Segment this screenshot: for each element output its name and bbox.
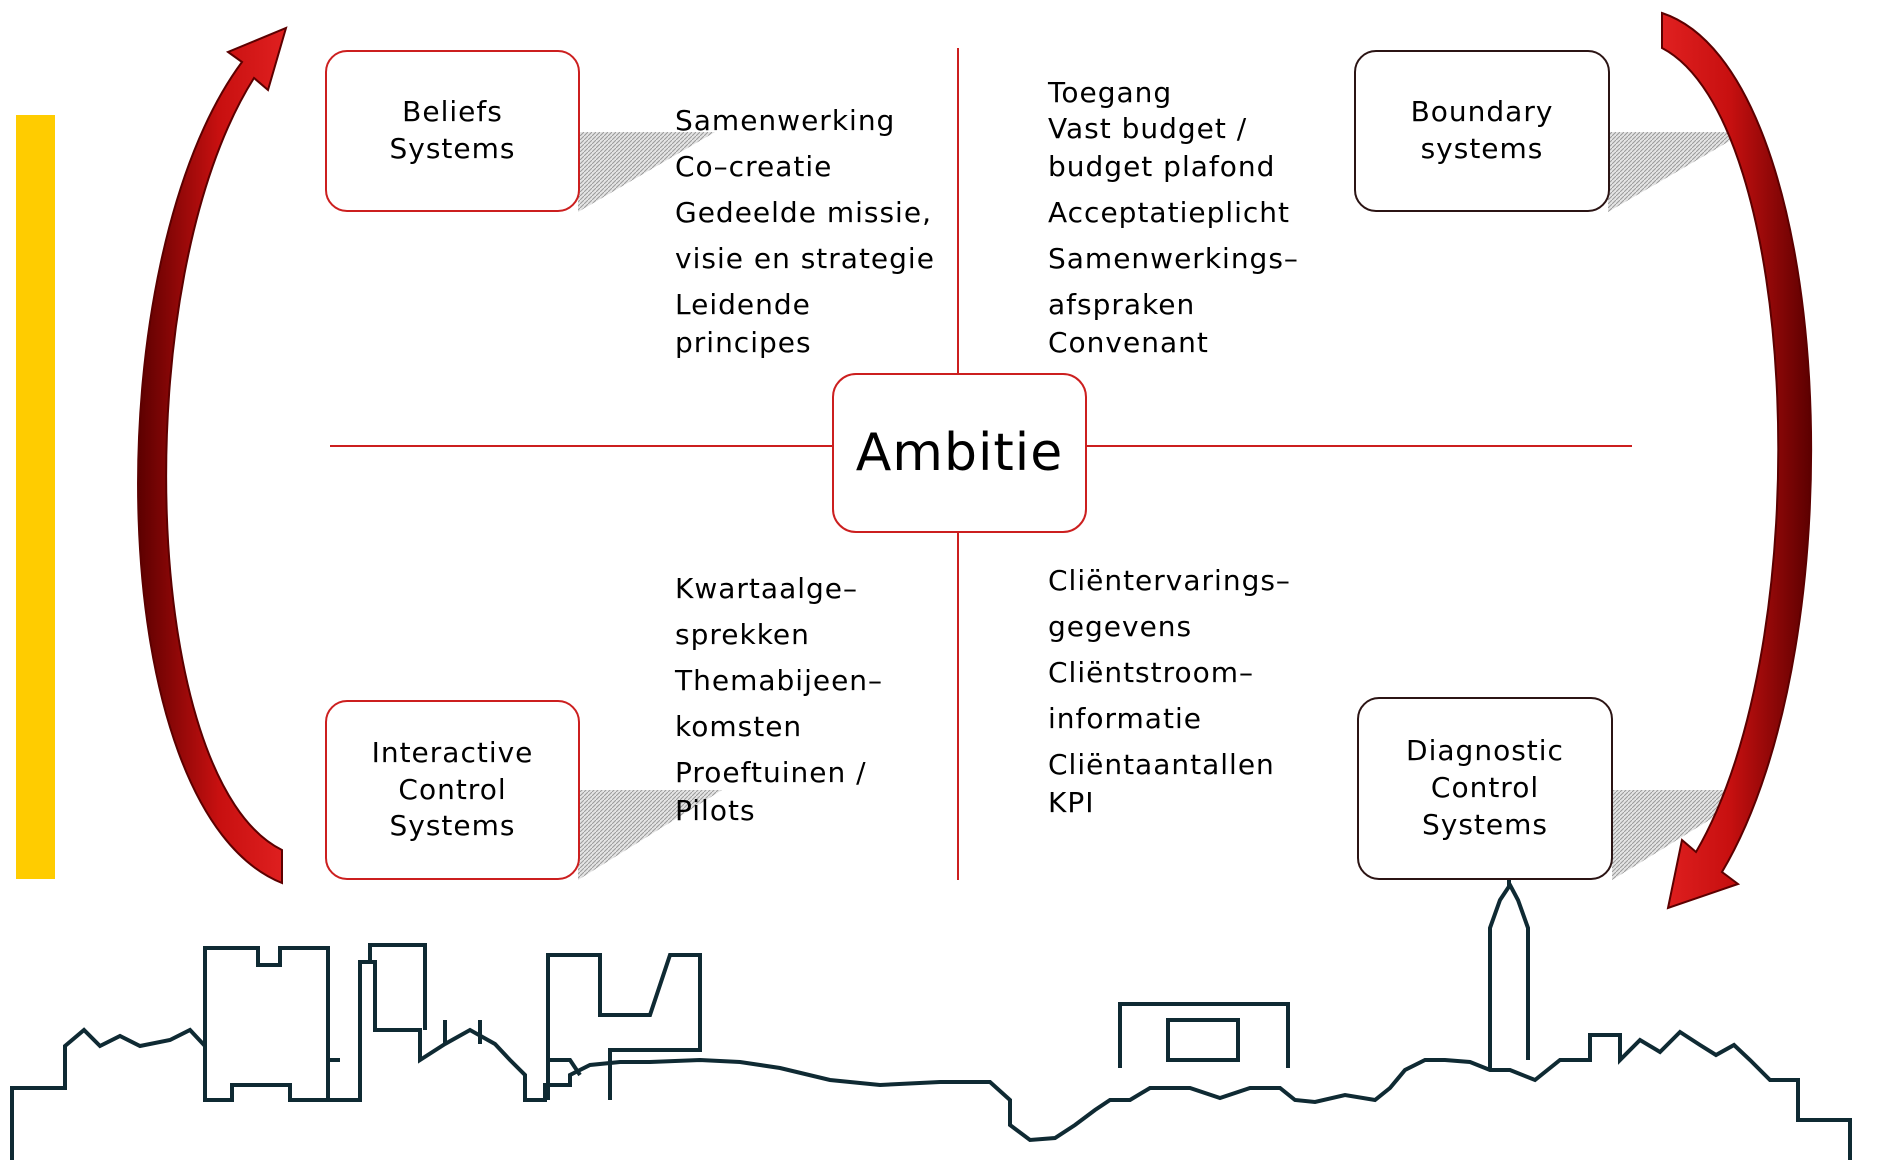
boundary-title-line-1: Boundary: [1410, 95, 1554, 129]
diagnostic-title-line-1: Diagnostic: [1406, 734, 1564, 768]
list-item: Cliëntaantallen: [1048, 748, 1275, 781]
beliefs-systems-box: Beliefs Systems: [325, 50, 580, 212]
list-item: Gedeelde missie,: [675, 196, 932, 229]
diagnostic-title-line-3: Systems: [1422, 807, 1548, 841]
diagnostic-item-list: Cliëntervarings– gegevens Cliëntstroom– …: [1048, 564, 1291, 824]
side-accent-bar: [16, 115, 55, 879]
cycle-arrow-down-icon: [1661, 11, 1813, 910]
list-item: budget plafond: [1048, 150, 1276, 183]
cycle-arrow-up-icon: [137, 26, 288, 885]
beliefs-item-list: Samenwerking Co–creatie Gedeelde missie,…: [675, 104, 935, 364]
shadow-wedge-interactive: [578, 790, 722, 880]
list-item: Cliëntervarings–: [1048, 564, 1291, 597]
diagnostic-control-systems-box: Diagnostic Control Systems: [1357, 697, 1613, 880]
list-item: Samenwerkings–: [1048, 242, 1299, 275]
interactive-item-list: Kwartaalge– sprekken Themabijeen– komste…: [675, 572, 883, 832]
list-item: Toegang: [1048, 76, 1173, 109]
list-item: principes: [675, 326, 812, 359]
list-item: Convenant: [1048, 326, 1209, 359]
interactive-control-systems-box: Interactive Control Systems: [325, 700, 580, 880]
interactive-title-line-3: Systems: [389, 809, 516, 843]
shadow-wedge-beliefs: [578, 132, 715, 212]
boundary-title-line-2: systems: [1420, 132, 1544, 165]
boundary-item-list: Toegang Vast budget / budget plafond Acc…: [1048, 76, 1299, 364]
list-item: Kwartaalge–: [675, 572, 859, 605]
list-item: KPI: [1048, 786, 1095, 819]
list-item: sprekken: [675, 618, 810, 651]
beliefs-title-line-2: Systems: [389, 132, 516, 165]
interactive-title-line-1: Interactive: [371, 735, 534, 769]
boundary-systems-box: Boundary systems: [1354, 50, 1610, 212]
list-item: Proeftuinen /: [675, 756, 867, 789]
list-item: Pilots: [675, 794, 756, 827]
list-item: komsten: [675, 710, 803, 743]
list-item: Samenwerking: [675, 104, 896, 137]
interactive-title-line-2: Control: [398, 772, 507, 806]
list-item: Themabijeen–: [675, 664, 884, 697]
shadow-wedge-boundary: [1608, 132, 1745, 212]
list-item: informatie: [1048, 702, 1202, 735]
list-item: Vast budget /: [1048, 112, 1248, 145]
list-item: afspraken: [1048, 288, 1196, 321]
ambitie-center-box: Ambitie: [832, 373, 1087, 533]
list-item: Cliëntstroom–: [1048, 656, 1255, 689]
list-item: visie en strategie: [675, 242, 935, 275]
list-item: gegevens: [1048, 610, 1193, 643]
list-item: Leidende: [675, 288, 811, 321]
beliefs-title-line-1: Beliefs: [402, 95, 503, 129]
center-label: Ambitie: [855, 423, 1064, 483]
list-item: Co–creatie: [675, 150, 833, 183]
city-skyline: [10, 868, 1852, 1160]
list-item: Acceptatieplicht: [1048, 196, 1291, 229]
diagnostic-title-line-2: Control: [1430, 771, 1540, 805]
